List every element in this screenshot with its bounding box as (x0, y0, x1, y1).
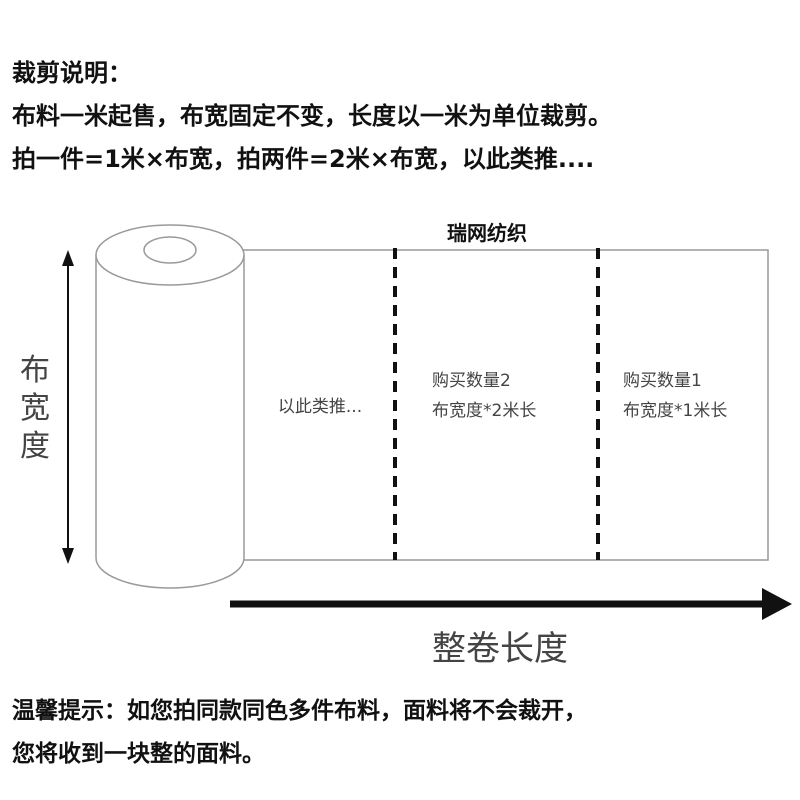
warm-reminder: 温馨提示：如您拍同款同色多件布料，面料将不会裁开， 您将收到一块整的面料。 (12, 690, 792, 776)
roll-core (143, 236, 197, 264)
section-etc-label: 以此类推... (278, 397, 362, 417)
section-1-quantity: 购买数量1 (623, 371, 702, 391)
length-arrow (230, 588, 792, 620)
cutting-instructions: 裁剪说明： 布料一米起售，布宽固定不变，长度以一米为单位裁剪。 拍一件=1米×布… (12, 52, 792, 181)
width-label-char-3: 度 (20, 429, 50, 464)
section-2-size: 布宽度*2米长 (432, 401, 536, 421)
section-2-quantity: 购买数量2 (432, 371, 511, 391)
instructions-title: 裁剪说明： (12, 59, 132, 87)
roll-length-label: 整卷长度 (432, 629, 568, 669)
section-1-size: 布宽度*1米长 (623, 401, 727, 421)
width-arrow (62, 250, 74, 564)
fabric-roll (95, 224, 245, 589)
reminder-line-2: 您将收到一块整的面料。 (12, 741, 265, 767)
width-label-char-2: 宽 (20, 391, 50, 426)
reminder-line-1: 温馨提示：如您拍同款同色多件布料，面料将不会裁开， (12, 698, 587, 724)
width-label-char-1: 布 (20, 353, 50, 388)
fabric-sheet (242, 249, 769, 561)
instructions-line-1: 布料一米起售，布宽固定不变，长度以一米为单位裁剪。 (12, 102, 612, 130)
instructions-line-2: 拍一件=1米×布宽，拍两件=2米×布宽，以此类推.... (12, 145, 595, 173)
brand-label: 瑞网纺织 (447, 221, 527, 245)
